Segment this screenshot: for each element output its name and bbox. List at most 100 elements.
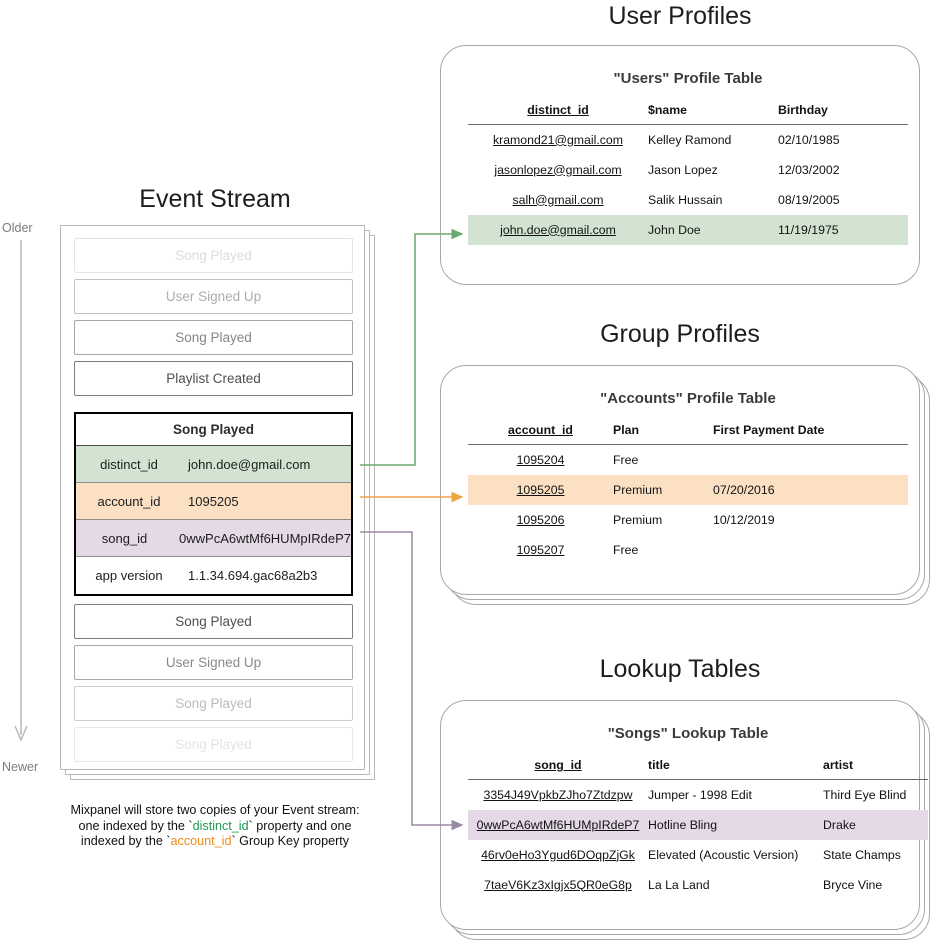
event-label: Song Played: [175, 248, 252, 263]
key-link[interactable]: 1095207: [516, 542, 565, 557]
event-property-app-version: app version 1.1.34.694.gac68a2b3: [76, 557, 351, 594]
cell-song-id: 46rv0eHo3Ygud6DOqpZjGk: [468, 840, 648, 870]
property-value: 1.1.34.694.gac68a2b3: [188, 568, 318, 583]
cell-song-id: 0wwPcA6wtMf6HUMpIRdeP7: [468, 809, 648, 840]
cell-artist: Drake: [823, 809, 928, 840]
older-label: Older: [2, 221, 33, 235]
property-key: song_id: [101, 530, 148, 546]
cell-title: La La Land: [648, 877, 710, 892]
event-property-song-id: song_id 0wwPcA6wtMf6HUMpIRdeP7: [76, 520, 351, 557]
cell-artist: Bryce Vine: [823, 877, 883, 892]
caption-distinct-id-code: distinct_id: [192, 818, 249, 833]
key-link[interactable]: 0wwPcA6wtMf6HUMpIRdeP7: [476, 817, 640, 832]
property-key: account_id: [97, 493, 161, 509]
cell--name: John Doe: [648, 214, 778, 245]
table-row[interactable]: 46rv0eHo3Ygud6DOqpZjGk Elevated (Acoustic…: [468, 840, 928, 870]
cell-birthday: 08/19/2005: [778, 192, 840, 207]
event-label: Song Played: [175, 737, 252, 752]
event-stream-caption: Mixpanel will store two copies of your E…: [35, 803, 395, 850]
column-header-artist: artist: [823, 758, 928, 780]
event-stream-title: Event Stream: [139, 185, 291, 213]
event-label: Song Played: [175, 696, 252, 711]
cell-artist: State Champs: [823, 847, 901, 862]
event-row-above-3[interactable]: Playlist Created: [74, 361, 353, 396]
cell-birthday: 02/10/1985: [778, 132, 840, 147]
cell-artist: Third Eye Blind: [823, 787, 907, 802]
column-header-birthday: Birthday: [778, 103, 908, 125]
property-value: 0wwPcA6wtMf6HUMpIRdeP7: [179, 530, 351, 546]
cell-first-payment-date: [713, 535, 908, 565]
caption-line-2b: ` property and one: [248, 818, 352, 833]
caption-line-1: Mixpanel will store two copies of your E…: [70, 803, 360, 817]
cell-title: Hotline Bling: [648, 809, 823, 840]
caption-line-2a: one indexed by the `: [78, 818, 193, 833]
key-link[interactable]: 1095204: [516, 452, 565, 467]
column-header-song-id: song_id: [468, 758, 648, 780]
cell-song-id: 7taeV6Kz3xIgjx5QR0eG8p: [468, 870, 648, 900]
cell-plan: Premium: [613, 512, 663, 527]
caption-line-3b: ` Group Key property: [231, 834, 350, 848]
cell-plan: Free: [613, 452, 639, 467]
cell-account-id: 1095206: [468, 505, 613, 535]
key-link[interactable]: 1095205: [516, 482, 565, 497]
table-row[interactable]: 7taeV6Kz3xIgjx5QR0eG8p La La Land Bryce Vi…: [468, 870, 928, 900]
users-table-title: "Users" Profile Table: [613, 70, 763, 87]
event-row-above-2[interactable]: Song Played: [74, 320, 353, 355]
caption-account-id-code: account_id: [170, 834, 232, 848]
key-link[interactable]: salh@gmail.com: [512, 192, 604, 207]
cell-account-id: 1095207: [468, 535, 613, 565]
event-row-below-3[interactable]: Song Played: [74, 727, 353, 762]
time-direction-arrow: [14, 240, 28, 742]
key-link[interactable]: jasonlopez@gmail.com: [494, 162, 622, 177]
cell-account-id: 1095205: [468, 474, 613, 505]
event-label: Song Played: [175, 614, 252, 629]
property-key: app version: [95, 568, 163, 583]
table-row[interactable]: 1095204 Free: [468, 445, 908, 475]
users-profile-panel: [440, 45, 920, 285]
event-row-below-1[interactable]: User Signed Up: [74, 645, 353, 680]
event-row-above-1[interactable]: User Signed Up: [74, 279, 353, 314]
cell-distinct-id: john.doe@gmail.com: [468, 214, 648, 245]
cell--name: Salik Hussain: [648, 192, 723, 207]
event-row-below-2[interactable]: Song Played: [74, 686, 353, 721]
songs-table-title: "Songs" Lookup Table: [607, 725, 769, 742]
key-link[interactable]: kramond21@gmail.com: [492, 132, 624, 147]
group-profiles-title: Group Profiles: [600, 320, 760, 348]
key-link[interactable]: john.doe@gmail.com: [500, 222, 616, 237]
event-label: Song Played: [175, 330, 252, 345]
event-row-below-0[interactable]: Song Played: [74, 604, 353, 639]
event-row-above-0[interactable]: Song Played: [74, 238, 353, 273]
key-link[interactable]: 1095206: [516, 512, 565, 527]
column-header-distinct-id: distinct_id: [468, 103, 648, 125]
key-link[interactable]: 46rv0eHo3Ygud6DOqpZjGk: [481, 847, 635, 862]
cell-plan: Free: [613, 542, 639, 557]
key-link[interactable]: 3354J49VpkbZJho7Ztdzpw: [483, 787, 633, 802]
cell-birthday: 11/19/1975: [778, 214, 908, 245]
cell-title: Elevated (Acoustic Version): [648, 847, 799, 862]
table-row[interactable]: 1095207 Free: [468, 535, 908, 565]
property-value: john.doe@gmail.com: [188, 456, 311, 472]
event-label: Playlist Created: [166, 371, 261, 386]
property-key: distinct_id: [100, 456, 158, 472]
cell-plan: Premium: [613, 474, 713, 505]
key-link[interactable]: 7taeV6Kz3xIgjx5QR0eG8p: [484, 877, 632, 892]
cell-birthday: 12/03/2002: [778, 162, 840, 177]
cell-first-payment-date: 07/20/2016: [713, 474, 908, 505]
table-row[interactable]: salh@gmail.com Salik Hussain 08/19/2005: [468, 185, 908, 215]
